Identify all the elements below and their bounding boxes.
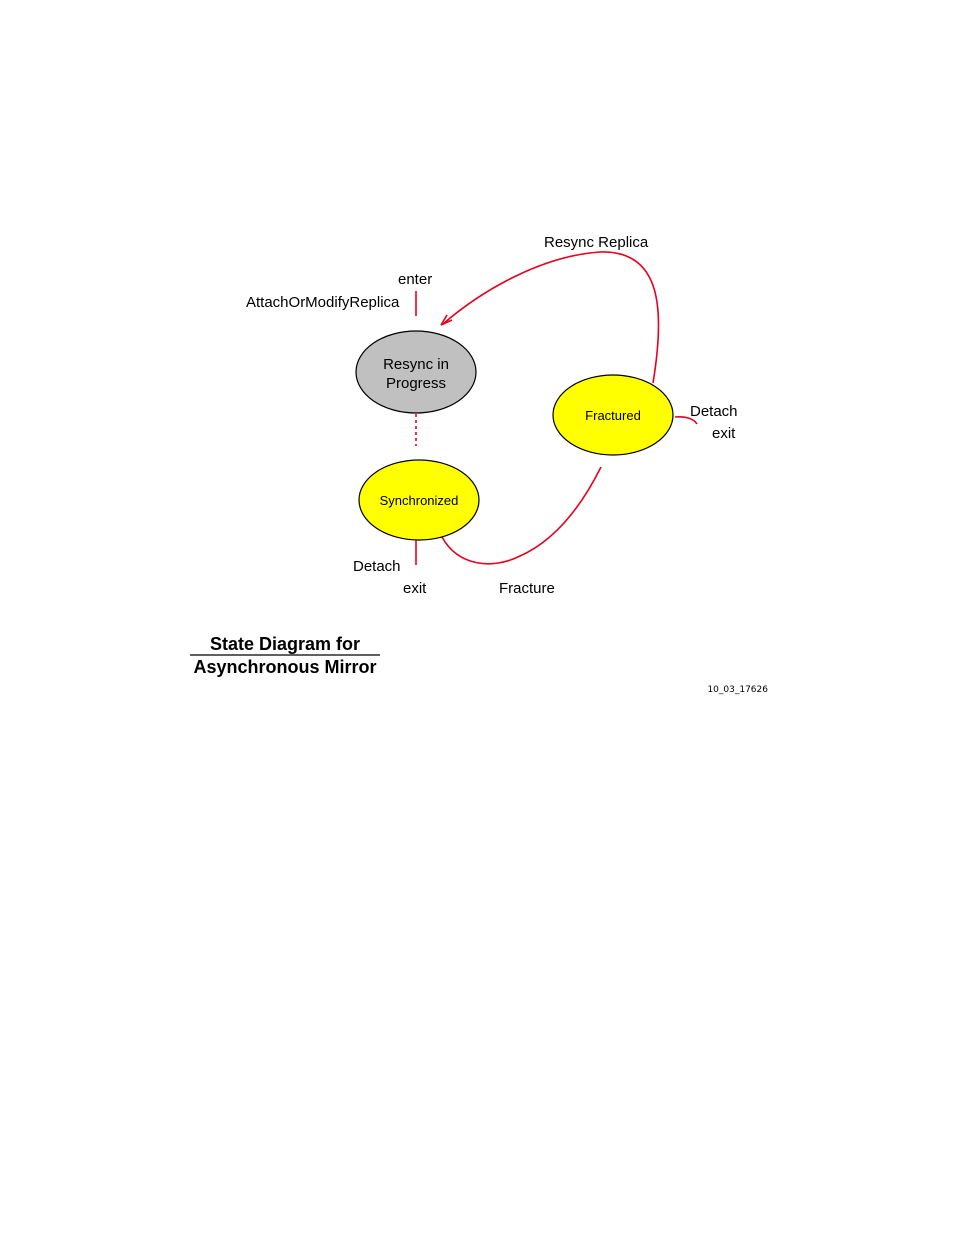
label-fracture: Fracture bbox=[499, 580, 555, 597]
label-attach-or-modify-replica: AttachOrModifyReplica bbox=[246, 294, 400, 311]
label-enter: enter bbox=[398, 271, 432, 288]
state-synchronized: Synchronized bbox=[359, 460, 479, 540]
state-resync-line1: Resync in bbox=[383, 356, 449, 373]
state-synchronized-label: Synchronized bbox=[380, 493, 459, 508]
state-fractured: Fractured bbox=[553, 375, 673, 455]
label-synchronized-exit: exit bbox=[403, 580, 427, 597]
state-resync-in-progress: Resync in Progress bbox=[356, 331, 476, 413]
state-resync-line2: Progress bbox=[386, 375, 446, 392]
caption-line2: Asynchronous Mirror bbox=[193, 657, 376, 677]
state-fractured-label: Fractured bbox=[585, 408, 641, 423]
figure-id: 10_03_17626 bbox=[707, 685, 768, 695]
label-fractured-detach: Detach bbox=[690, 403, 738, 420]
diagram-caption: State Diagram for Asynchronous Mirror bbox=[190, 634, 380, 677]
label-resync-replica: Resync Replica bbox=[544, 234, 649, 251]
caption-line1: State Diagram for bbox=[210, 634, 360, 654]
label-synchronized-detach: Detach bbox=[353, 558, 401, 575]
label-fractured-exit: exit bbox=[712, 425, 736, 442]
